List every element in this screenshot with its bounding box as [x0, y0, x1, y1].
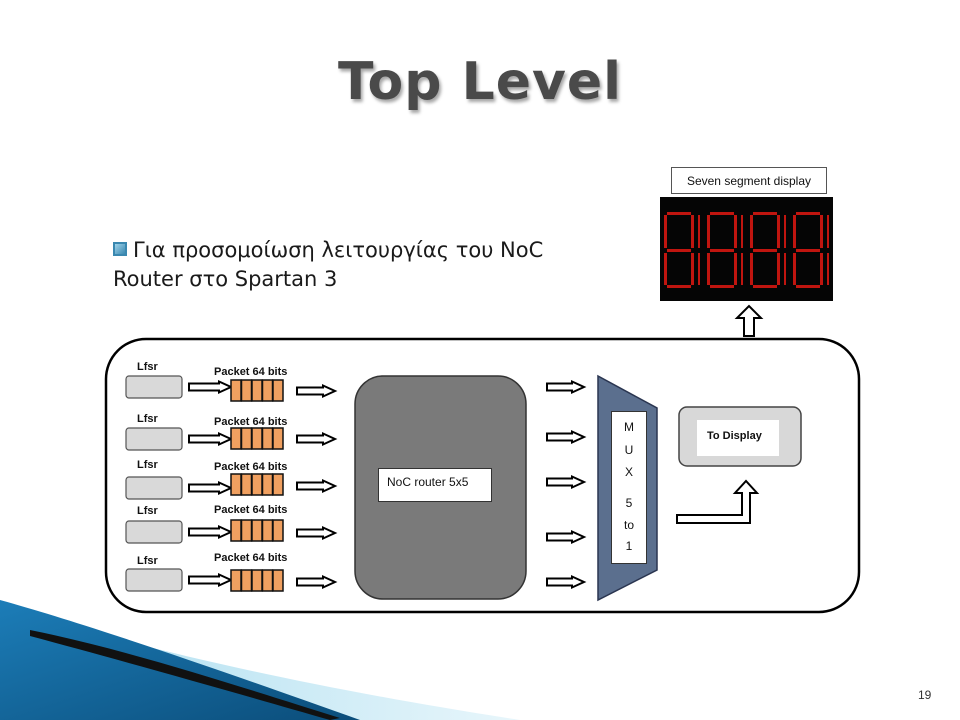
- mux-letter: X: [612, 465, 646, 479]
- packet-register-cell: [231, 474, 241, 495]
- segment: [734, 253, 737, 285]
- segment: [691, 215, 694, 248]
- packet-register-cell: [252, 520, 262, 541]
- packet-register-cell: [252, 428, 262, 449]
- mux-letter: U: [612, 443, 646, 457]
- mux-label: M U X 5 to 1: [611, 411, 647, 564]
- packet-register-cell: [242, 570, 252, 591]
- segment: [667, 212, 691, 215]
- packet-register-cell: [252, 380, 262, 401]
- lfsr-label: Lfsr: [137, 459, 158, 471]
- segment: [691, 253, 694, 285]
- packet-register-cell: [231, 520, 241, 541]
- lfsr-block: [126, 521, 182, 543]
- segment: [734, 215, 737, 248]
- segment: [707, 253, 710, 285]
- segment: [710, 285, 734, 288]
- packet-register-cell: [263, 380, 273, 401]
- segment: [667, 249, 691, 252]
- segment: [698, 253, 700, 285]
- router-label: NoC router 5x5: [378, 468, 492, 502]
- seven-segment-label: Seven segment display: [671, 167, 827, 194]
- segment: [796, 285, 820, 288]
- lfsr-block: [126, 428, 182, 450]
- packet-register-cell: [242, 520, 252, 541]
- right-arrow-icon: [189, 382, 231, 393]
- segment: [750, 253, 753, 285]
- segment: [827, 215, 829, 248]
- segment: [784, 253, 786, 285]
- packet-register-cell: [273, 428, 283, 449]
- segment: [820, 253, 823, 285]
- packet-register-cell: [252, 474, 262, 495]
- up-arrow-icon: [737, 306, 761, 336]
- segment: [707, 215, 710, 248]
- to-display-label: To Display: [697, 420, 779, 456]
- packet-register-cell: [242, 380, 252, 401]
- segment: [753, 212, 777, 215]
- packet-register-cell: [273, 520, 283, 541]
- page-number: 19: [918, 688, 931, 702]
- packet-register-cell: [273, 474, 283, 495]
- segment: [784, 215, 786, 248]
- packet-register-cell: [263, 520, 273, 541]
- lfsr-block: [126, 376, 182, 398]
- segment: [664, 253, 667, 285]
- segment: [698, 215, 700, 248]
- lfsr-block: [126, 569, 182, 591]
- segment: [777, 253, 780, 285]
- lfsr-label: Lfsr: [137, 361, 158, 373]
- packet-register-cell: [231, 428, 241, 449]
- packet-label: Packet 64 bits: [214, 416, 287, 428]
- packet-register-cell: [263, 570, 273, 591]
- segment: [741, 253, 743, 285]
- packet-register-cell: [263, 428, 273, 449]
- right-arrow-icon: [189, 575, 231, 586]
- segment: [753, 285, 777, 288]
- packet-register-cell: [273, 570, 283, 591]
- mux-letter: to: [612, 518, 646, 532]
- right-arrow-icon: [189, 434, 231, 445]
- segment: [796, 212, 820, 215]
- packet-register-cell: [231, 380, 241, 401]
- segment: [793, 215, 796, 248]
- lfsr-label: Lfsr: [137, 505, 158, 517]
- segment: [753, 249, 777, 252]
- lfsr-label: Lfsr: [137, 413, 158, 425]
- packet-register-cell: [242, 428, 252, 449]
- segment: [710, 212, 734, 215]
- mux-letter: 5: [612, 496, 646, 510]
- segment: [667, 285, 691, 288]
- packet-label: Packet 64 bits: [214, 504, 287, 516]
- segment: [664, 215, 667, 248]
- packet-label: Packet 64 bits: [214, 366, 287, 378]
- packet-register-cell: [263, 474, 273, 495]
- right-arrow-icon: [189, 483, 231, 494]
- lfsr-label: Lfsr: [137, 555, 158, 567]
- segment: [777, 215, 780, 248]
- mux-letter: 1: [612, 539, 646, 553]
- packet-register-cell: [242, 474, 252, 495]
- lfsr-block: [126, 477, 182, 499]
- mux-letter: M: [612, 420, 646, 434]
- packet-register-cell: [273, 380, 283, 401]
- segment: [793, 253, 796, 285]
- segment: [820, 215, 823, 248]
- packet-register-cell: [252, 570, 262, 591]
- packet-register-cell: [231, 570, 241, 591]
- segment: [741, 215, 743, 248]
- decorative-wave: [0, 600, 520, 720]
- packet-label: Packet 64 bits: [214, 552, 287, 564]
- right-arrow-icon: [189, 527, 231, 538]
- segment: [827, 253, 829, 285]
- segment: [750, 215, 753, 248]
- packet-label: Packet 64 bits: [214, 461, 287, 473]
- segment: [710, 249, 734, 252]
- segment: [796, 249, 820, 252]
